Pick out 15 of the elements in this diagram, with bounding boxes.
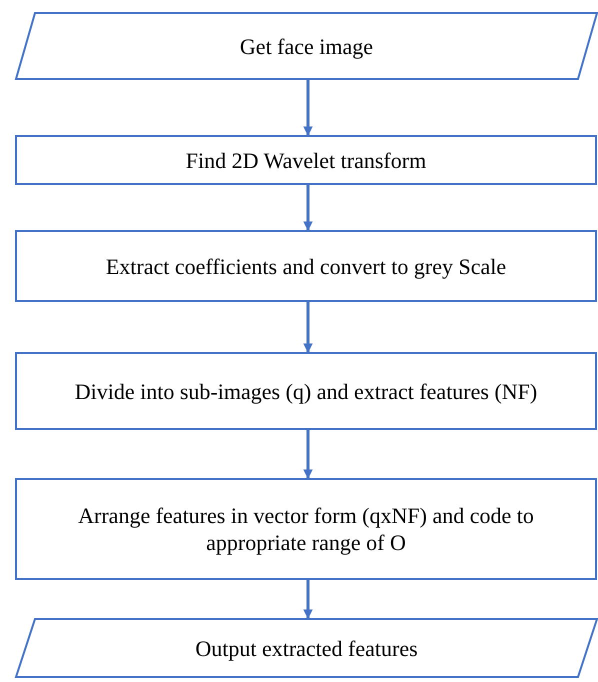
arrow — [303, 185, 313, 231]
step-text: Output extracted features — [194, 634, 419, 662]
process-box — [15, 478, 597, 580]
process-box — [15, 135, 597, 185]
arrow — [303, 302, 313, 353]
arrow — [303, 430, 313, 479]
step-text: Arrange features in vector form (qxNF) and code to appropriate range of O — [77, 502, 535, 556]
arrow — [303, 580, 313, 619]
process-box — [15, 352, 597, 430]
step-text: Get face image — [238, 32, 374, 60]
step-text: Divide into sub-images (q) and extract features (NF) — [74, 378, 538, 404]
step-text: Find 2D Wavelet transform — [184, 146, 428, 174]
step-text: Extract coefficients and convert to grey Scale — [104, 252, 508, 280]
process-box — [15, 230, 597, 302]
arrow — [303, 80, 313, 136]
